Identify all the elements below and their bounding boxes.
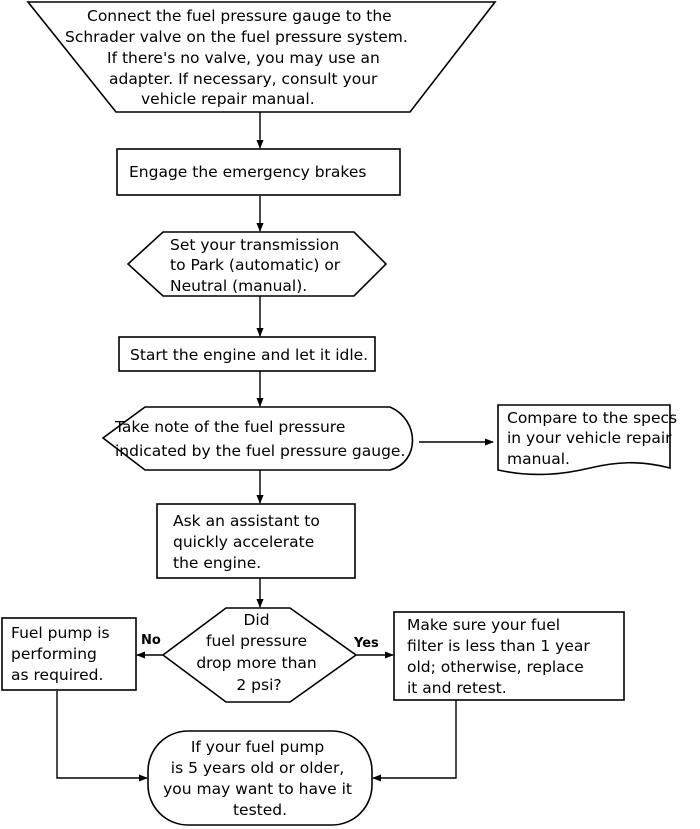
node-compare-specs-text: Compare to the specs in your vehicle rep…	[507, 409, 682, 468]
node-assistant-accelerate-shape	[156, 503, 356, 579]
node-emergency-brakes-shape	[116, 148, 401, 196]
text-line: filter is less than 1 year	[407, 637, 590, 655]
node-set-transmission: Set your transmission to Park (automatic…	[126, 231, 388, 297]
text-line: old; otherwise, replace	[407, 658, 584, 676]
text-line: Start the engine and let it idle.	[130, 346, 368, 364]
text-line: vehicle repair manual.	[141, 90, 315, 108]
edge-label-yes: Yes	[353, 636, 379, 651]
node-replace-filter: Make sure your fuel filter is less than …	[393, 611, 625, 701]
text-line: Schrader valve on the fuel pressure syst…	[65, 28, 408, 46]
text-line: Fuel pump is	[11, 624, 110, 642]
node-pump-age: If your fuel pump is 5 years old or olde…	[147, 730, 373, 826]
text-line: in your vehicle repair	[507, 429, 672, 447]
text-line: Engage the emergency brakes	[129, 163, 366, 181]
text-line: If your fuel pump	[191, 738, 324, 756]
node-pressure-drop-text: Did fuel pressure drop more than 2 psi?	[196, 611, 321, 694]
node-connect-gauge-text: Connect the fuel pressure gauge to the S…	[65, 7, 413, 108]
text-line: Set your transmission	[170, 236, 339, 254]
node-pump-ok-text: Fuel pump is performing as required.	[11, 624, 115, 684]
node-compare-specs-shape	[497, 404, 671, 476]
node-start-engine-text: Start the engine and let it idle.	[130, 346, 368, 364]
text-line: quickly accelerate	[173, 533, 314, 551]
node-assistant-accelerate-text: Ask an assistant to quickly accelerate t…	[173, 512, 325, 572]
connectors: No Yes	[56, 112, 494, 782]
text-line: is 5 years old or older,	[171, 759, 344, 777]
text-line: Ask an assistant to	[173, 512, 320, 530]
node-connect-gauge: Connect the fuel pressure gauge to the S…	[26, 1, 497, 113]
text-line: tested.	[233, 801, 287, 819]
text-line: you may want to have it	[163, 780, 352, 798]
text-line: Neutral (manual).	[170, 277, 307, 295]
node-note-pressure-text: Take note of the fuel pressure indicated…	[114, 418, 405, 460]
node-pump-age-text: If your fuel pump is 5 years old or olde…	[163, 738, 357, 819]
node-replace-filter-text: Make sure your fuel filter is less than …	[407, 616, 595, 697]
text-line: 2 psi?	[236, 676, 281, 694]
arrow-pump-ok-to-age	[56, 691, 148, 782]
text-line: the engine.	[173, 554, 261, 572]
text-line: Did	[243, 611, 269, 629]
text-line: drop more than	[196, 654, 316, 672]
node-compare-specs: Compare to the specs in your vehicle rep…	[497, 404, 682, 476]
edge-label-no: No	[141, 633, 161, 648]
node-connect-gauge-shape	[26, 1, 497, 113]
node-start-engine: Start the engine and let it idle.	[118, 336, 376, 372]
text-line: Compare to the specs	[507, 409, 677, 427]
node-pump-ok-shape	[1, 617, 137, 691]
node-pressure-drop: Did fuel pressure drop more than 2 psi?	[161, 607, 358, 703]
node-set-transmission-text: Set your transmission to Park (automatic…	[170, 236, 345, 295]
node-emergency-brakes-text: Engage the emergency brakes	[129, 163, 366, 181]
node-pump-age-shape	[147, 730, 373, 826]
node-pressure-drop-shape	[161, 607, 358, 703]
node-set-transmission-shape	[126, 231, 388, 297]
text-line: fuel pressure	[206, 632, 307, 650]
text-line: it and retest.	[407, 679, 507, 697]
text-line: manual.	[507, 450, 570, 468]
text-line: performing	[11, 645, 97, 663]
text-line: Connect the fuel pressure gauge to the	[87, 7, 392, 25]
text-line: as required.	[11, 666, 103, 684]
text-line: Make sure your fuel	[407, 616, 560, 634]
text-line: to Park (automatic) or	[170, 256, 341, 274]
node-assistant-accelerate: Ask an assistant to quickly accelerate t…	[156, 503, 356, 579]
node-replace-filter-shape	[393, 611, 625, 701]
text-line: indicated by the fuel pressure gauge.	[115, 442, 405, 460]
node-pump-ok: Fuel pump is performing as required.	[1, 617, 137, 691]
text-line: If there's no valve, you may use an	[107, 49, 380, 67]
node-note-pressure: Take note of the fuel pressure indicated…	[101, 406, 414, 471]
arrow-filter-to-age	[372, 700, 457, 782]
text-line: adapter. If necessary, consult your	[109, 70, 378, 88]
node-note-pressure-shape	[101, 406, 414, 471]
node-emergency-brakes: Engage the emergency brakes	[116, 148, 401, 196]
node-start-engine-shape	[118, 336, 376, 372]
text-line: Take note of the fuel pressure	[114, 418, 345, 436]
